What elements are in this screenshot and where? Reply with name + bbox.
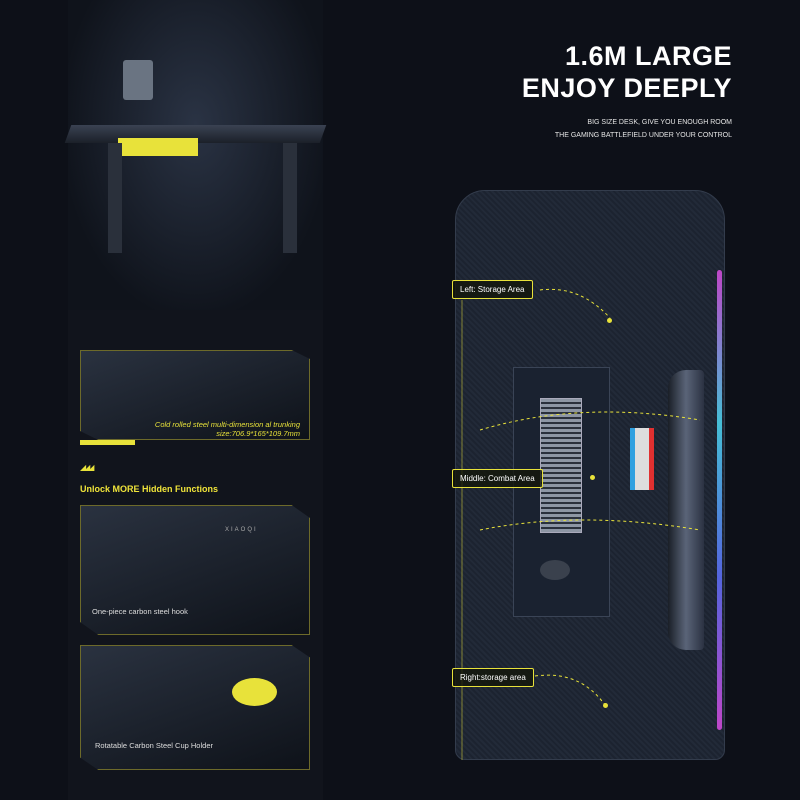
- keyboard-image: [540, 398, 582, 533]
- callout-dot: [590, 475, 595, 480]
- cup-caption: Rotatable Carbon Steel Cup Holder: [95, 741, 213, 750]
- headline-line: ENJOY DEEPLY: [521, 73, 732, 103]
- monitor-image: [123, 60, 153, 100]
- right-storage-label: Right:storage area: [452, 668, 534, 687]
- cup-holder-image: [232, 678, 277, 706]
- headline: 1.6M LARGE ENJOY DEEPLY: [522, 40, 732, 104]
- game-console-image: [630, 428, 654, 490]
- subtitle-line: THE GAMING BATTLEFIELD UNDER YOUR CONTRO…: [554, 132, 732, 139]
- trunking-caption: Cold rolled steel multi-dimension al tru…: [120, 420, 300, 438]
- hook-panel: [80, 505, 310, 635]
- left-storage-label: Left: Storage Area: [452, 280, 533, 299]
- caption-line: size:706.9*165*109.7mm: [216, 429, 300, 438]
- mouse-image: [540, 560, 570, 580]
- callout-dot: [607, 318, 612, 323]
- desk-leg: [108, 143, 122, 253]
- caption-line: Cold rolled steel multi-dimension al tru…: [154, 420, 300, 429]
- curved-monitor-image: [668, 370, 704, 650]
- callout-dot: [603, 703, 608, 708]
- hook-caption: One-piece carbon steel hook: [92, 607, 188, 616]
- stripes-icon: ◢◢◢: [80, 463, 95, 472]
- headline-line: 1.6M LARGE: [564, 41, 732, 71]
- subtitle-line: BIG SIZE DESK, GIVE YOU ENOUGH ROOM: [587, 119, 732, 126]
- brand-logo: XIAOQI: [225, 527, 258, 533]
- section-title: Unlock MORE Hidden Functions: [80, 484, 219, 494]
- subtitle: BIG SIZE DESK, GIVE YOU ENOUGH ROOM THE …: [555, 116, 732, 142]
- middle-combat-label: Middle: Combat Area: [452, 469, 543, 488]
- cable-tray-highlight: [118, 138, 198, 156]
- desk-hero-image: [64, 0, 327, 310]
- desk-leg: [283, 143, 297, 253]
- rgb-strip: [717, 270, 722, 730]
- accent-bar: [80, 440, 135, 445]
- trunking-panel: [80, 350, 310, 440]
- cup-holder-panel: [80, 645, 310, 770]
